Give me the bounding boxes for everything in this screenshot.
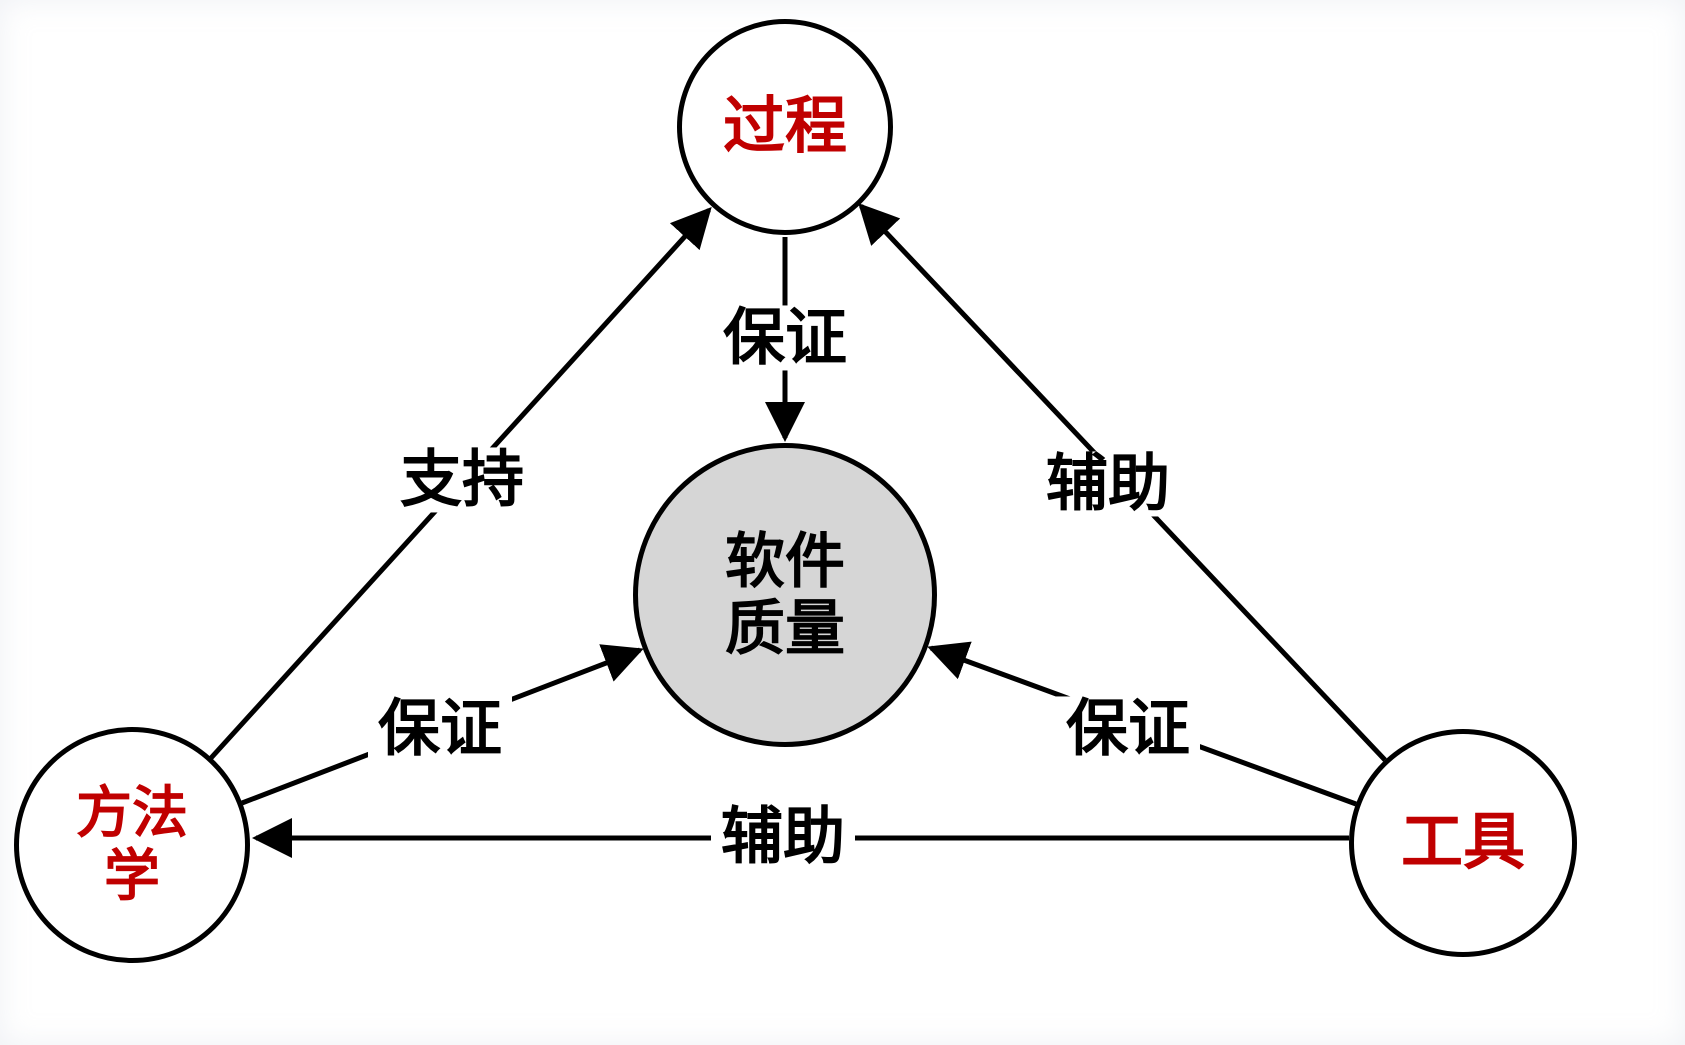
node-process: 过程 [677, 19, 893, 235]
node-software-quality-label: 软件 质量 [725, 528, 845, 662]
edge-label-assure-right: 保证 [1055, 696, 1201, 762]
node-methodology-label-line2: 学 [104, 844, 160, 907]
edge-label-assist-right: 辅助 [1035, 451, 1181, 517]
node-software-quality-label-line1: 软件 [725, 527, 845, 595]
edge-label-assist-bottom: 辅助 [710, 804, 856, 870]
node-methodology-label-line1: 方法 [76, 781, 188, 845]
node-software-quality-label-line2: 质量 [725, 595, 845, 662]
node-software-quality: 软件 质量 [633, 443, 937, 747]
node-tools-label: 工具 [1400, 808, 1525, 878]
node-methodology-label: 方法 学 [76, 782, 188, 907]
node-tools: 工具 [1349, 729, 1577, 957]
node-process-label: 过程 [722, 92, 847, 162]
node-methodology: 方法 学 [14, 727, 250, 963]
edge-label-assure-left: 保证 [367, 696, 513, 762]
edge-label-support: 支持 [389, 447, 535, 513]
edge-label-assure-top: 保证 [712, 305, 858, 371]
